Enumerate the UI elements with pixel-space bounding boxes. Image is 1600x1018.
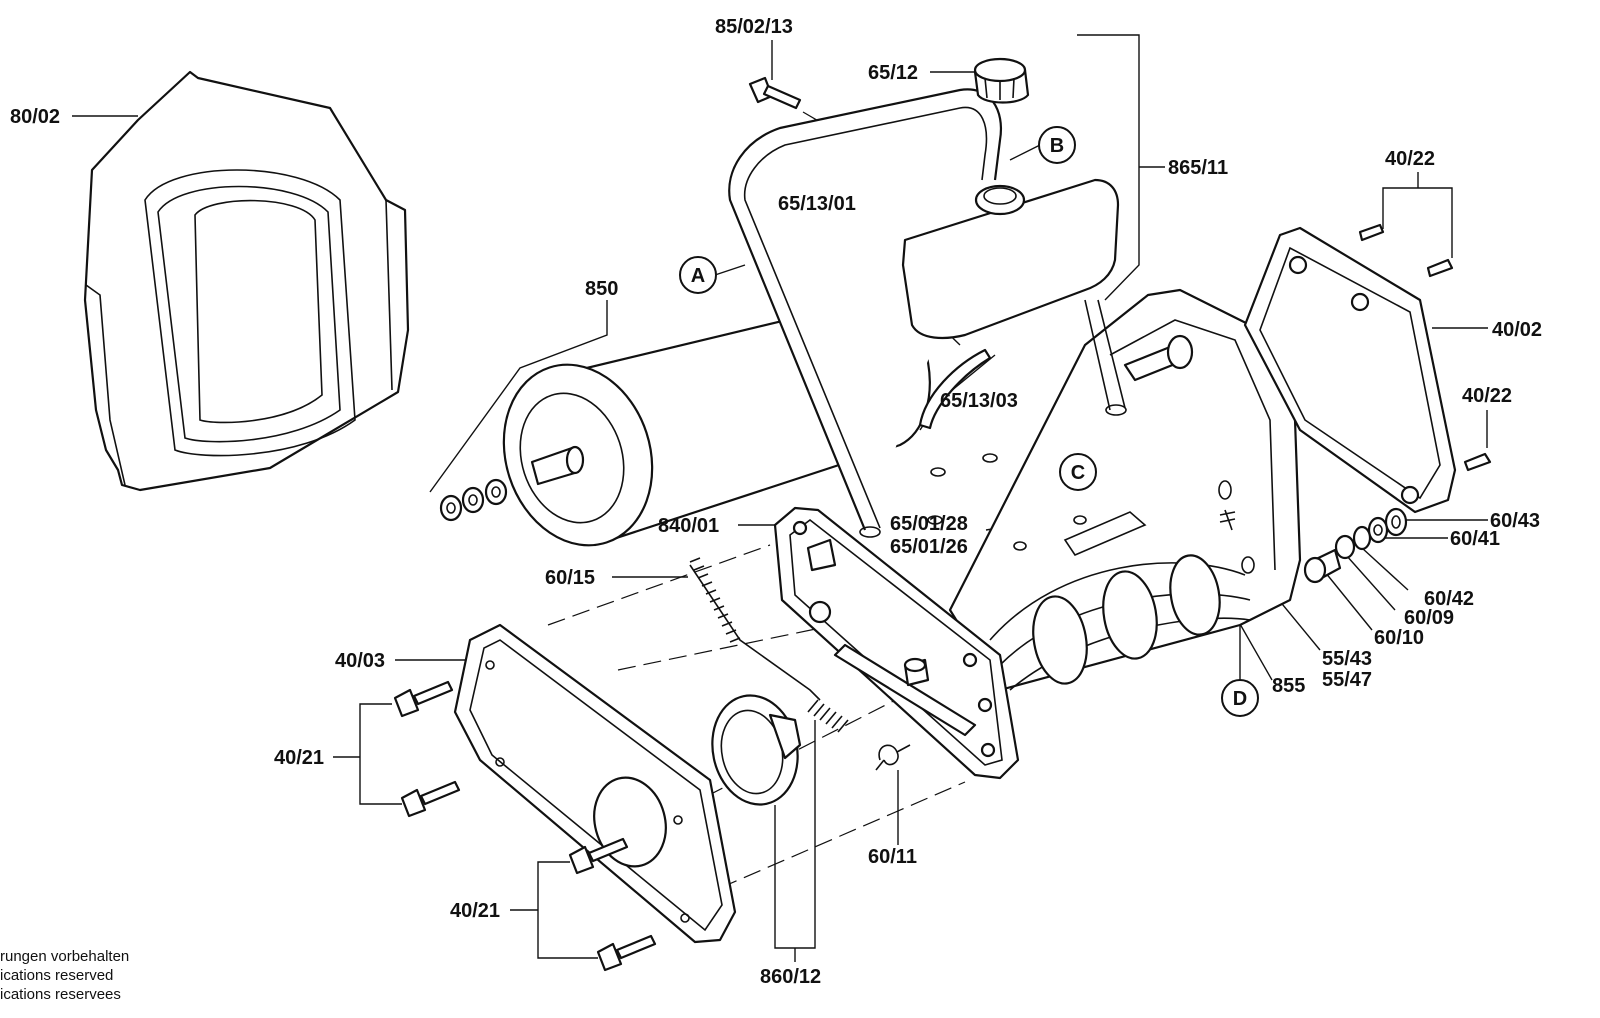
label-55-47: 55/47 bbox=[1322, 669, 1372, 691]
part-85-02-13-screw bbox=[748, 76, 802, 110]
label-850: 850 bbox=[585, 278, 618, 300]
part-855-cutting-cylinder bbox=[989, 509, 1251, 691]
label-860-12: 860/12 bbox=[760, 966, 821, 988]
label-60-09: 60/09 bbox=[1404, 607, 1454, 629]
label-40-22-top: 40/22 bbox=[1385, 148, 1435, 170]
label-60-11: 60/11 bbox=[868, 846, 917, 868]
part-40-03-left-cover bbox=[453, 623, 737, 944]
label-40-22-right: 40/22 bbox=[1462, 385, 1512, 407]
footer-note-line-3: ications reservees bbox=[0, 986, 121, 1003]
label-865-11: 865/11 bbox=[1168, 157, 1228, 179]
label-40-02: 40/02 bbox=[1492, 319, 1542, 341]
part-bushing bbox=[903, 657, 930, 687]
part-handle-frame bbox=[728, 88, 1127, 538]
marker-c-text: C bbox=[1071, 462, 1085, 484]
label-65-13-03: 65/13/03 bbox=[940, 390, 1018, 412]
label-40-21-upper: 40/21 bbox=[274, 747, 324, 769]
label-60-41: 60/41 bbox=[1450, 528, 1500, 550]
marker-a: A bbox=[679, 256, 717, 294]
footer-note-line-1: rungen vorbehalten bbox=[0, 948, 130, 965]
part-washers-right bbox=[1303, 507, 1408, 584]
label-40-21-lower: 40/21 bbox=[450, 900, 500, 922]
label-65-01-28: 65/01/28 bbox=[890, 513, 968, 535]
label-60-10: 60/10 bbox=[1374, 627, 1424, 649]
part-fuel-tank bbox=[901, 178, 1120, 430]
label-55-43: 55/43 bbox=[1322, 648, 1372, 670]
part-860-12-bearing bbox=[711, 694, 802, 806]
label-855: 855 bbox=[1272, 675, 1305, 697]
marker-c: C bbox=[1059, 453, 1097, 491]
label-40-03: 40/03 bbox=[335, 650, 385, 672]
part-60-11-torsion-spring bbox=[875, 744, 911, 771]
marker-d: D bbox=[1221, 679, 1259, 717]
part-80-02-grass-box bbox=[83, 70, 410, 492]
label-60-15: 60/15 bbox=[545, 567, 595, 589]
part-40-21-screws bbox=[393, 680, 657, 972]
part-60-15-spring bbox=[689, 557, 821, 701]
label-60-43: 60/43 bbox=[1490, 510, 1540, 532]
label-85-02-13: 85/02/13 bbox=[715, 16, 793, 38]
part-65-12-cap bbox=[973, 57, 1030, 104]
label-840-01: 840/01 bbox=[658, 515, 719, 537]
part-spring-small bbox=[807, 699, 849, 733]
marker-d-text: D bbox=[1233, 688, 1247, 710]
label-65-13-01: 65/13/01 bbox=[778, 193, 856, 215]
marker-a-text: A bbox=[691, 265, 705, 287]
part-labels: 80/02 85/02/13 65/12 865/11 65/13/01 850… bbox=[10, 16, 1542, 988]
label-60-42: 60/42 bbox=[1424, 588, 1474, 610]
footer-note-line-2: ications reserved bbox=[0, 967, 114, 984]
label-80-02: 80/02 bbox=[10, 106, 60, 128]
part-840-01-side-plate bbox=[773, 506, 1020, 780]
marker-b-text: B bbox=[1050, 135, 1064, 157]
label-65-12: 65/12 bbox=[868, 62, 918, 84]
marker-b: B bbox=[1038, 126, 1076, 164]
part-40-02-right-cover bbox=[1243, 223, 1492, 514]
label-65-01-26: 65/01/26 bbox=[890, 536, 968, 558]
